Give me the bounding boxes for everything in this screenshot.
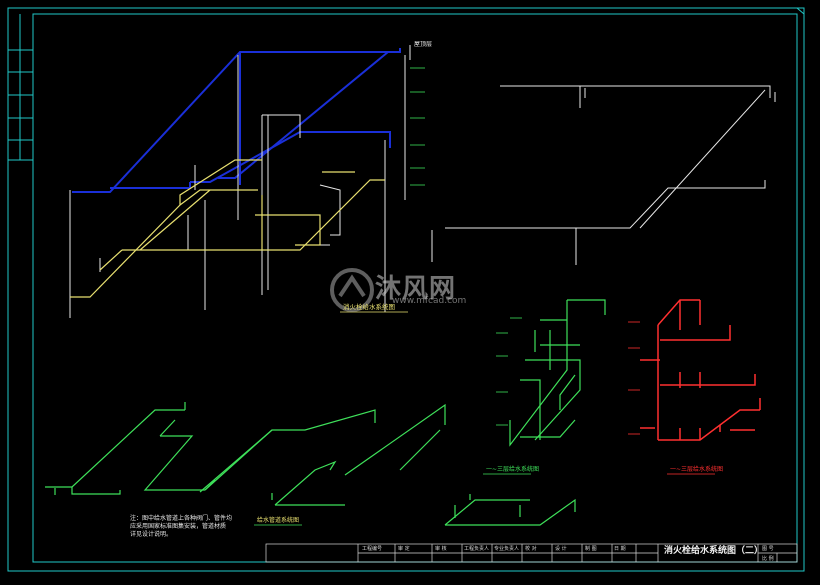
elevation-ticks [410, 67, 522, 426]
green-left-title: 给水管道系统图 [257, 517, 300, 524]
green-pipe-mid [444, 494, 576, 526]
yellow-pipe-system [70, 159, 385, 298]
tb-scale: 比 例 [762, 556, 774, 562]
watermark-url: www.mfcad.com [392, 296, 467, 306]
blue-roof-pipe [72, 48, 401, 193]
red-system-title: 一~三层给水系统图 [670, 466, 724, 473]
tb-header-4: 工程负责人 [464, 546, 490, 552]
tb-drawing-no: 图 号 [762, 546, 774, 552]
tb-header-7: 设 计 [555, 546, 567, 552]
yellow-system-title: 消火栓给水系统图 [343, 303, 395, 311]
green-pipe-left [45, 402, 446, 506]
tb-header-2: 审 定 [398, 546, 410, 552]
note-line-3: 详见设计说明。 [130, 531, 173, 538]
red-elevation-ticks [628, 321, 640, 435]
watermark-logo [330, 268, 374, 312]
roof-label: 屋顶层 [414, 41, 433, 48]
note-line-1: 注：图中给水管道上各种阀门、管件均 [130, 515, 233, 522]
white-right-pipe [431, 85, 776, 265]
tb-header-1: 工程编号 [362, 546, 383, 552]
green-system-title-1: 一~三层给水系统图 [486, 466, 540, 473]
tb-header-8: 制 图 [585, 546, 597, 552]
title-block [265, 543, 798, 563]
watermark-text: 沐风网 [375, 274, 457, 304]
label-underlines [254, 311, 715, 526]
note-line-2: 应采用国家标准图集安装，管道材质 [130, 523, 227, 530]
green-riser-right [509, 299, 606, 447]
red-riser-system [640, 299, 761, 441]
sheet-title: 消火栓给水系统图（二） [664, 546, 764, 556]
tb-header-9: 日 期 [614, 546, 626, 552]
tb-header-3: 审 核 [435, 546, 447, 552]
tb-header-6: 校 对 [525, 546, 537, 552]
tb-header-5: 专业负责人 [494, 546, 520, 552]
